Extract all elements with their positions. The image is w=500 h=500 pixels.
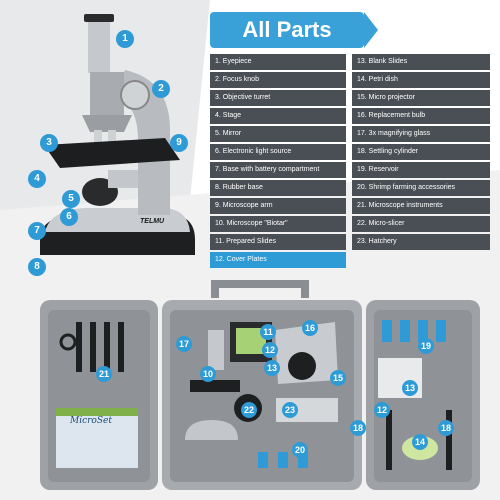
parts-list-item: 14. Petri dish	[352, 72, 490, 88]
callout-2: 2	[152, 80, 170, 98]
callout-17: 17	[176, 336, 192, 352]
parts-list-item: 22. Micro-slicer	[352, 216, 490, 232]
callout-5: 5	[62, 190, 80, 208]
callout-9: 9	[170, 134, 188, 152]
parts-list-item: 3. Objective turret	[210, 90, 346, 106]
parts-list-item: 19. Reservoir	[352, 162, 490, 178]
brand-logo: TELMU	[140, 218, 165, 225]
case-image	[40, 280, 480, 490]
callout-12-case: 12	[262, 342, 278, 358]
parts-list-item: 18. Settling cylinder	[352, 144, 490, 160]
parts-list-item: 16. Replacement bulb	[352, 108, 490, 124]
callout-21: 21	[96, 366, 112, 382]
parts-list-item: 15. Micro projector	[352, 90, 490, 106]
callout-18-b: 18	[438, 420, 454, 436]
parts-list-item: 2. Focus knob	[210, 72, 346, 88]
callout-11: 11	[260, 324, 276, 340]
parts-list-item: 10. Microscope "Biotar"	[210, 216, 346, 232]
callout-23: 23	[282, 402, 298, 418]
callout-4: 4	[28, 170, 46, 188]
callout-18-a: 18	[350, 420, 366, 436]
book-label: MicroSet	[70, 416, 112, 426]
callout-22: 22	[241, 402, 257, 418]
parts-list-item: 23. Hatchery	[352, 234, 490, 250]
parts-list-item: 6. Electronic light source	[210, 144, 346, 160]
all-parts-banner: All Parts	[210, 12, 378, 48]
callout-3: 3	[40, 134, 58, 152]
callout-7: 7	[28, 222, 46, 240]
callout-16: 16	[302, 320, 318, 336]
callout-8: 8	[28, 258, 46, 276]
parts-list-item: 13. Blank Slides	[352, 54, 490, 70]
callout-6: 6	[60, 208, 78, 226]
parts-list-item: 11. Prepared Slides	[210, 234, 346, 250]
parts-list-item: 9. Microscope arm	[210, 198, 346, 214]
parts-list-item: 12. Cover Plates	[210, 252, 346, 268]
parts-list-item: 1. Eyepiece	[210, 54, 346, 70]
parts-list-item: 5. Mirror	[210, 126, 346, 142]
callout-15: 15	[330, 370, 346, 386]
callout-14: 14	[412, 434, 428, 450]
callout-1: 1	[116, 30, 134, 48]
microscope-image	[40, 14, 195, 255]
callout-20: 20	[292, 442, 308, 458]
callout-13-case: 13	[264, 360, 280, 376]
parts-list-item: 4. Stage	[210, 108, 346, 124]
parts-list-item: 17. 3x magnifying glass	[352, 126, 490, 142]
parts-list-item: 8. Rubber base	[210, 180, 346, 196]
parts-list-item: 20. Shrimp farming accessories	[352, 180, 490, 196]
callout-10: 10	[200, 366, 216, 382]
callout-13-lid: 13	[402, 380, 418, 396]
parts-column-right: 13. Blank Slides 14. Petri dish 15. Micro …	[352, 54, 490, 252]
parts-column-left: 1. Eyepiece 2. Focus knob 3. Objective tur…	[210, 54, 346, 270]
callout-12-lid: 12	[374, 402, 390, 418]
parts-list-item: 21. Microscope instruments	[352, 198, 490, 214]
callout-19: 19	[418, 338, 434, 354]
parts-list-item: 7. Base with battery compartment	[210, 162, 346, 178]
